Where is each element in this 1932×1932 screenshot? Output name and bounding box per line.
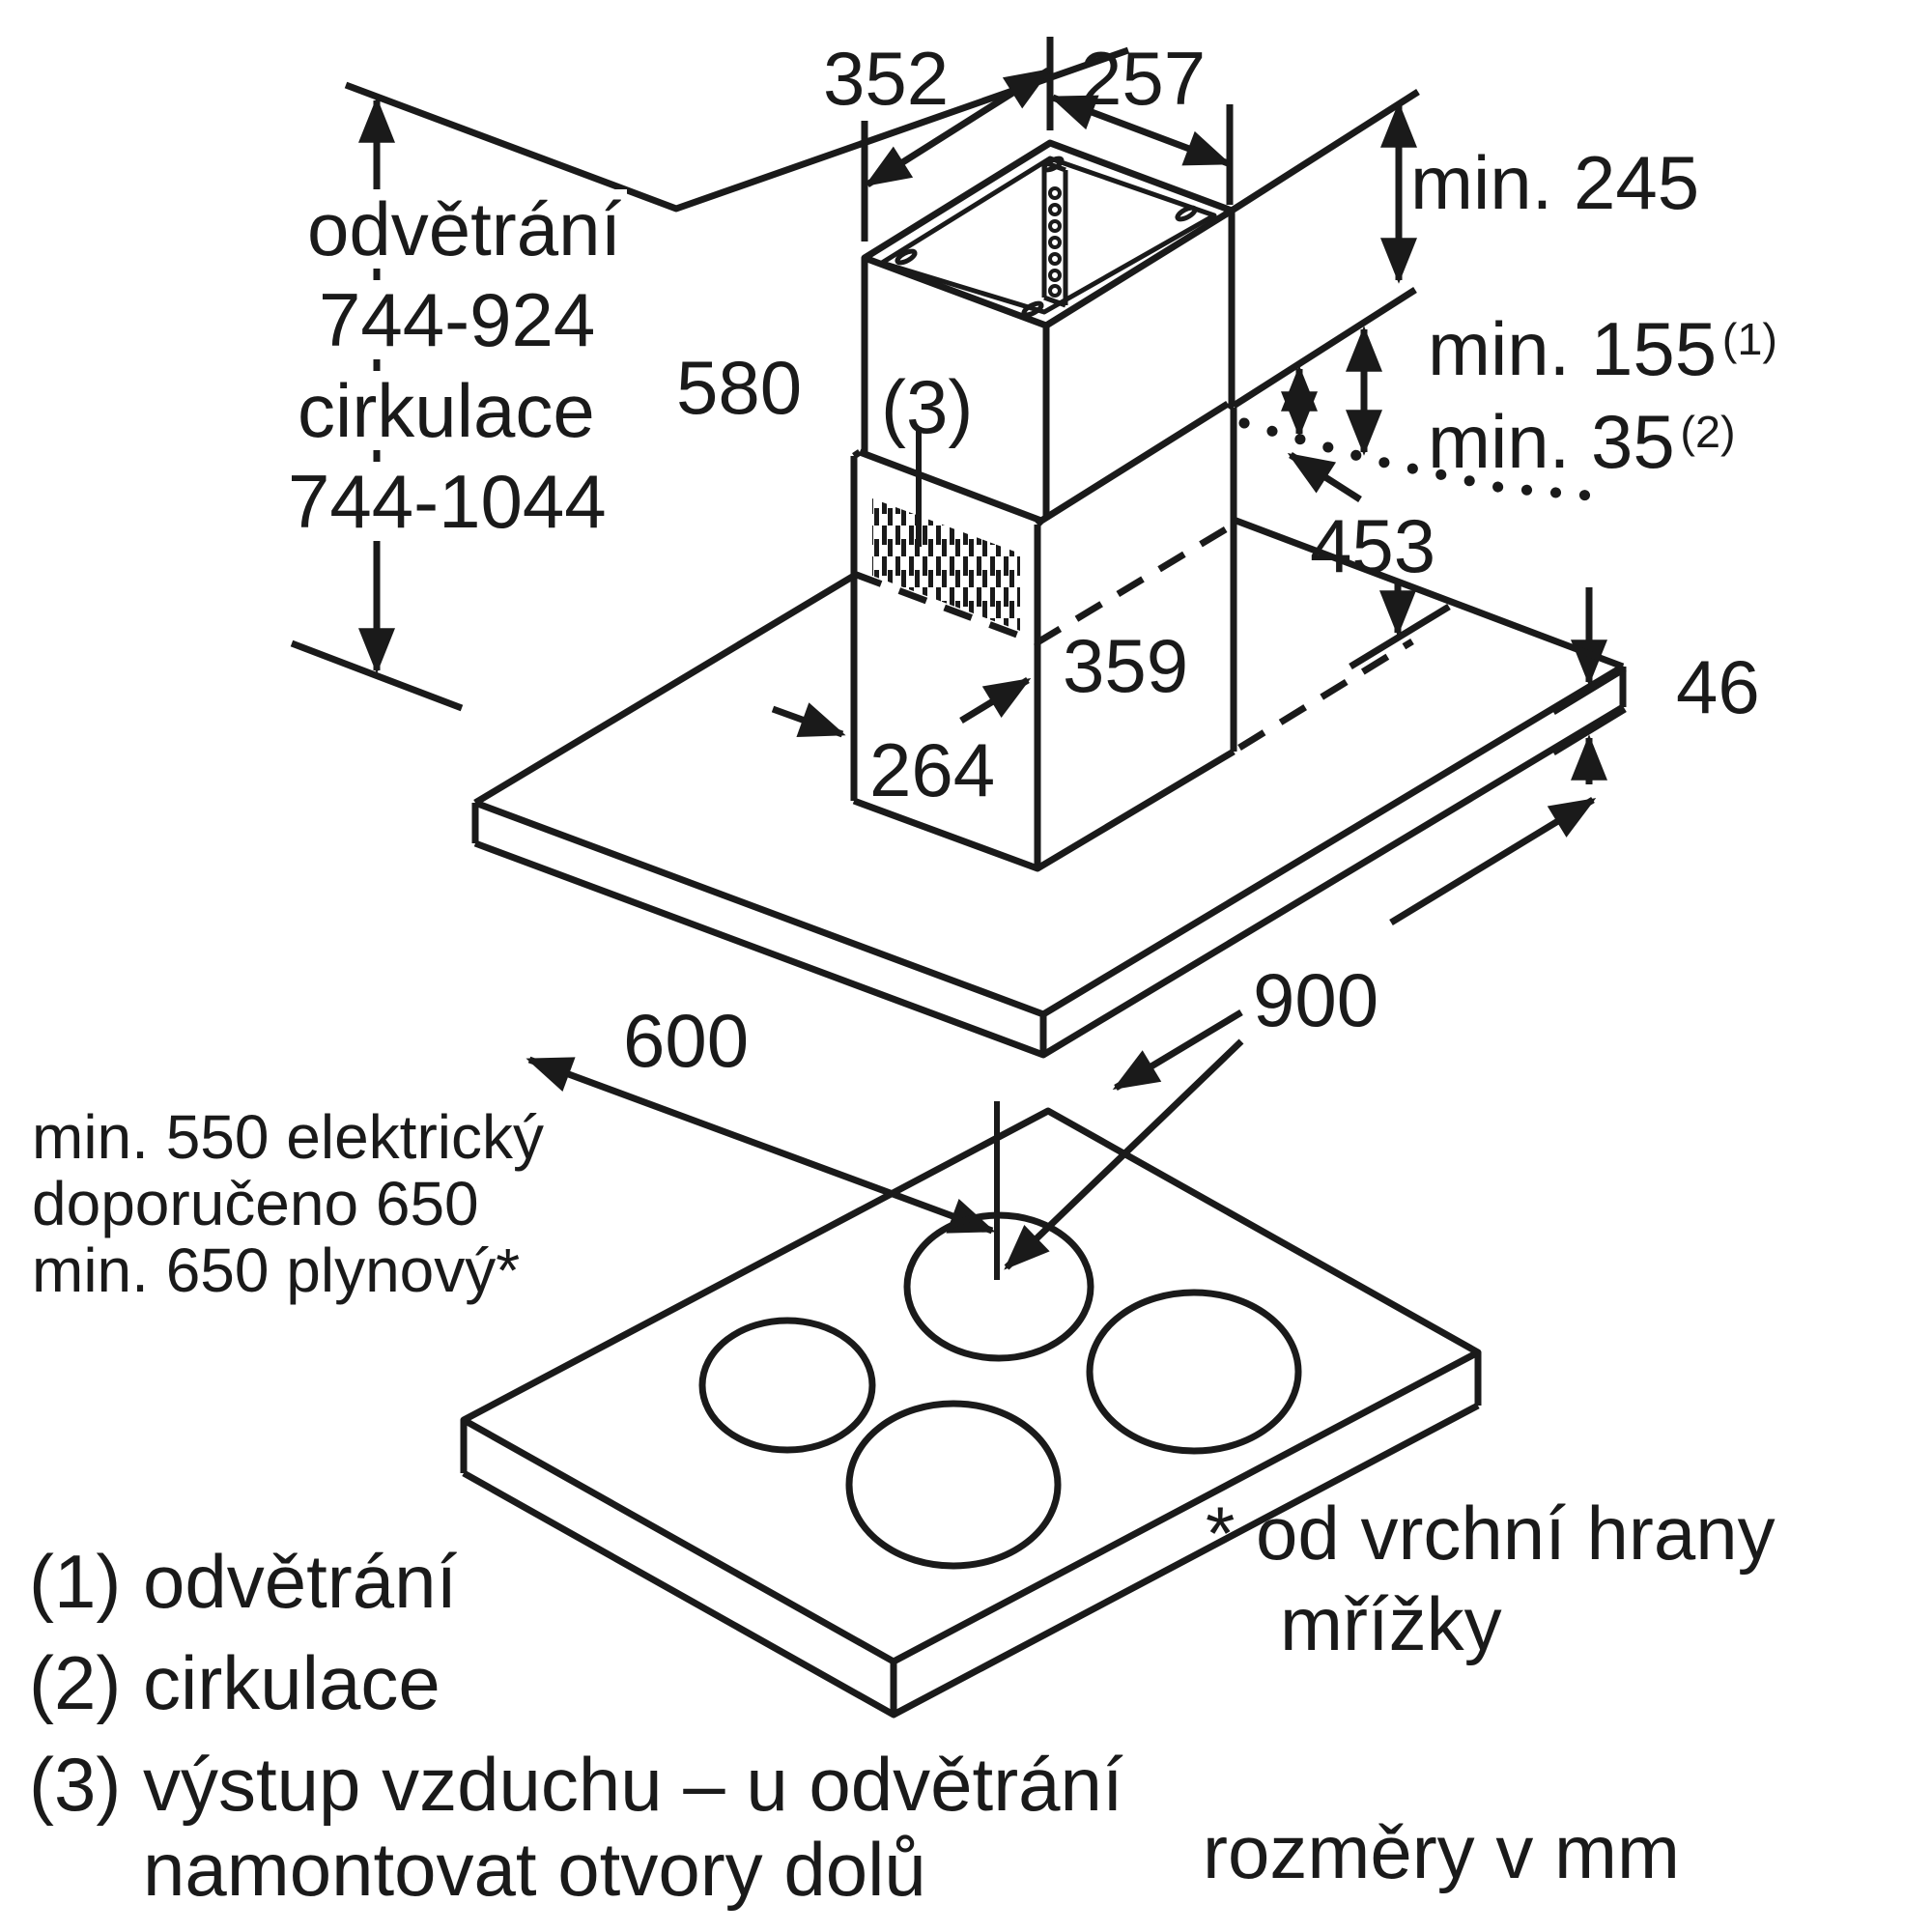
label-359: 359 <box>1063 623 1189 708</box>
label-clearance-2: doporučeno 650 <box>32 1169 479 1238</box>
label-vent-mode: odvětrání <box>301 189 628 269</box>
label-circ-range: 744-1044 <box>282 462 612 541</box>
legend-3-text: výstup vzduchu – u odvětrání <box>143 1742 1123 1827</box>
cooktop <box>460 1107 1482 1719</box>
label-min155: min. 155(1) <box>1428 311 1777 386</box>
label-min155-value: min. 155 <box>1428 306 1718 391</box>
canopy-plate <box>471 516 1627 1059</box>
units-note: rozměry v mm <box>1203 1809 1680 1894</box>
label-min35-ref: (2) <box>1680 406 1736 457</box>
legend-2-text: cirkulace <box>143 1640 440 1725</box>
label-clearance-3: min. 650 plynový* <box>32 1236 521 1305</box>
dimension-600 <box>526 1056 996 1235</box>
label-clearance-1: min. 550 elektrický <box>32 1102 544 1172</box>
legend-row-2: (2)cirkulace <box>29 1645 440 1720</box>
legend-3-num: (3) <box>29 1742 122 1827</box>
label-257: 257 <box>1080 36 1207 121</box>
dimension-257 <box>1049 94 1234 205</box>
legend-1-num: (1) <box>29 1539 122 1624</box>
burner-front <box>845 1400 1062 1570</box>
legend-row-3b: namontovat otvory dolů <box>143 1827 926 1912</box>
burner-right <box>1086 1289 1302 1455</box>
label-453: 453 <box>1310 503 1436 588</box>
label-min245: min. 245 <box>1410 140 1700 225</box>
burner-back <box>903 1211 1094 1362</box>
label-352: 352 <box>823 36 950 121</box>
air-outlet-grille <box>872 498 1020 631</box>
footnote-line2: mřížky <box>1280 1581 1502 1666</box>
dimension-453 <box>1237 452 1451 751</box>
label-min155-ref: (1) <box>1721 313 1777 364</box>
legend-1-text: odvětrání <box>143 1539 458 1624</box>
label-min35: min. 35(2) <box>1428 404 1736 479</box>
dimension-900 <box>1112 797 1597 1092</box>
label-vent-range: 744-924 <box>313 280 602 359</box>
label-580: 580 <box>670 348 809 427</box>
chimney-duct <box>850 139 1237 872</box>
legend-row-3: (3)výstup vzduchu – u odvětrání <box>29 1747 1123 1822</box>
dimension-min245 <box>1230 89 1420 409</box>
footnote-line1: * od vrchní hrany <box>1206 1491 1776 1576</box>
dimension-264-arrow <box>771 702 846 738</box>
label-900: 900 <box>1253 957 1379 1042</box>
legend-2-num: (2) <box>29 1640 122 1725</box>
label-264: 264 <box>869 727 996 812</box>
dotted-level-line <box>1238 417 1595 501</box>
burner-left <box>698 1317 876 1454</box>
label-min35-value: min. 35 <box>1428 399 1675 484</box>
label-46: 46 <box>1676 644 1760 729</box>
label-600: 600 <box>623 998 750 1083</box>
legend-row-1: (1)odvětrání <box>29 1544 457 1619</box>
label-ref3: (3) <box>881 364 974 449</box>
dimension-359-arrow <box>959 677 1032 724</box>
label-circ-mode: cirkulace <box>292 371 601 450</box>
